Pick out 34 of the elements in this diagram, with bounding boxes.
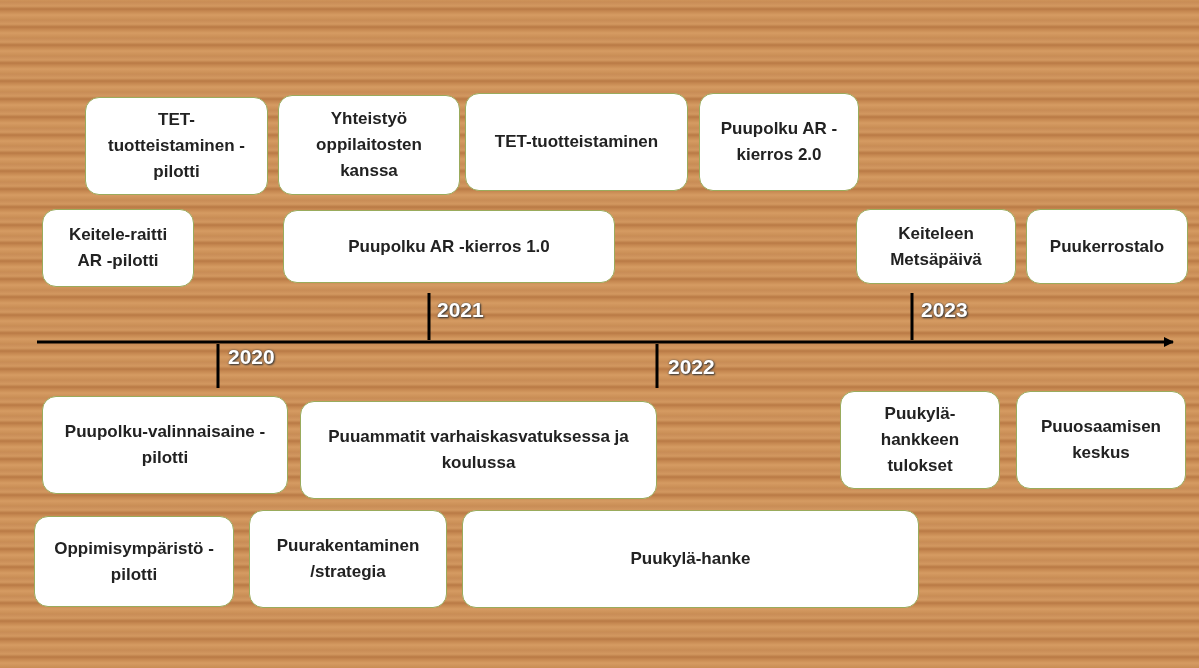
- milestone-box: [1026, 209, 1188, 284]
- milestone-text: Puukylä-hanke: [630, 548, 751, 570]
- milestone-box: [300, 401, 657, 499]
- milestone-box: [42, 209, 194, 287]
- milestone-box: [278, 95, 460, 195]
- milestone-text: Puupolku-valinnaisaine -pilotti: [63, 421, 267, 469]
- milestone-text: Puurakentaminen /strategia: [275, 535, 421, 583]
- milestone-box: [283, 210, 615, 283]
- milestone-text: Oppimisympäristö -pilotti: [54, 537, 214, 586]
- year-label: 2022: [668, 355, 715, 379]
- milestone-box: [34, 516, 234, 607]
- milestone-text: Keiteleen Metsäpäivä: [889, 222, 983, 271]
- milestone-text: Puupolku AR -kierros 1.0: [348, 235, 550, 258]
- milestone-box: [42, 396, 288, 494]
- year-label: 2021: [437, 298, 484, 322]
- milestone-text: Yhteistyö oppilaitosten kanssa: [315, 108, 423, 182]
- milestone-text: TET- tuotteistaminen -pilotti: [107, 109, 246, 183]
- milestone-box: [249, 510, 447, 608]
- milestone-box: [462, 510, 919, 608]
- milestone-box: [465, 93, 688, 191]
- milestone-box: [85, 97, 268, 195]
- year-label: 2020: [228, 345, 275, 369]
- milestone-text: Keitele-raitti AR -pilotti: [67, 224, 169, 272]
- year-label: 2023: [921, 298, 968, 322]
- milestone-text: Puukerrostalo: [1049, 235, 1165, 258]
- milestone-text: Puukylä- hankkeen tulokset: [879, 403, 961, 477]
- milestone-box: [699, 93, 859, 191]
- milestone-box: [840, 391, 1000, 489]
- milestone-box: [856, 209, 1016, 284]
- milestone-text: TET-tuotteistaminen: [494, 131, 659, 153]
- milestone-text: Puupolku AR - kierros 2.0: [719, 118, 839, 166]
- milestone-text: Puuosaamisen keskus: [1040, 416, 1162, 464]
- milestone-text: Puuammatit varhaiskasvatuksessa ja koulussa: [327, 426, 630, 474]
- milestone-box: [1016, 391, 1186, 489]
